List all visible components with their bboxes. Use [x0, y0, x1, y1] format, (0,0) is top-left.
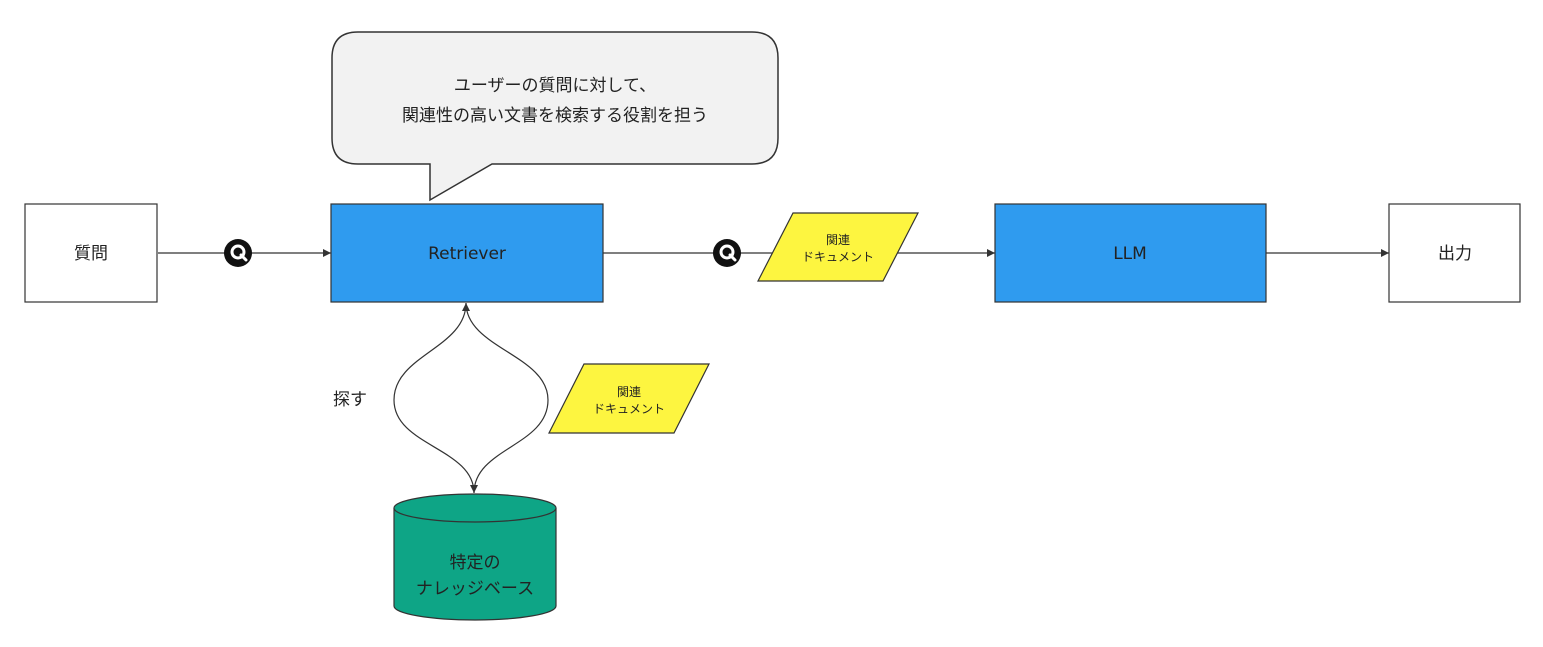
related-documents-top: 関連 ドキュメント [757, 212, 919, 282]
output-node: 出力 [1388, 203, 1521, 303]
query-q-icon [224, 239, 252, 267]
retriever-node: Retriever [330, 203, 604, 303]
edge-search-down [393, 302, 478, 494]
callout-line-1: ユーザーの質問に対して、 [454, 76, 656, 96]
knowledge-base-line1: 特定の [450, 553, 501, 573]
output-label: 出力 [1438, 244, 1472, 264]
retriever-role-callout: ユーザーの質問に対して、 関連性の高い文書を検索する役割を担う [331, 31, 779, 202]
question-label: 質問 [74, 244, 108, 264]
retriever-label: Retriever [428, 244, 506, 264]
callout-line-2: 関連性の高い文書を検索する役割を担う [402, 106, 708, 126]
related-documents-top-line2: ドキュメント [802, 250, 874, 264]
llm-label: LLM [1113, 244, 1147, 264]
related-documents-top-line1: 関連 [826, 233, 850, 247]
knowledge-base-database: 特定の ナレッジベース [393, 493, 557, 621]
question-node: 質問 [24, 203, 158, 303]
related-documents-side-line1: 関連 [617, 385, 641, 399]
knowledge-base-line2: ナレッジベース [416, 579, 534, 599]
search-edge-label: 探す [333, 390, 367, 410]
edge-documents-up [462, 302, 549, 494]
related-documents-side-line2: ドキュメント [593, 402, 665, 416]
llm-node: LLM [994, 203, 1267, 303]
related-documents-side: 関連 ドキュメント [548, 363, 710, 434]
query-q-icon [713, 239, 741, 267]
